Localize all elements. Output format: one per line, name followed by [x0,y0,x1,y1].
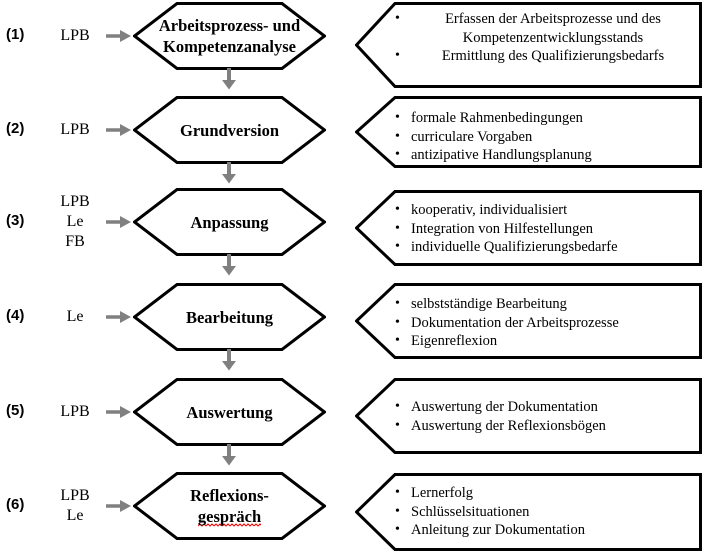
callout-bullet-list: selbstständige BearbeitungDokumentation … [395,295,695,351]
callout-bullet-item: Auswertung der Dokumentation [395,398,695,417]
row-index-label: (5) [6,402,25,419]
callout-body: selbstständige BearbeitungDokumentation … [395,295,695,351]
callout-bullet-list: Auswertung der DokumentationAuswertung d… [395,398,695,435]
process-stage-hexagon: Grundversion [132,96,327,164]
actor-label: LPB [60,121,90,138]
row-index-label: (2) [6,120,25,137]
callout-bullet-list: LernerfolgSchlüsselsituationenAnleitung … [395,484,695,540]
callout-bullet-item: individuelle Qualifizierungsbedarfe [395,238,695,257]
process-stage-hexagon: Bearbeitung [132,283,327,351]
right-arrow-icon [106,310,132,324]
actor-label-group: LPB Le [48,486,102,526]
callout-bullet-item: Dokumentation der Arbeitsprozesse [395,314,695,333]
callout-body: Erfassen der Arbeitsprozesse und des Kom… [395,10,695,66]
callout-body: LernerfolgSchlüsselsituationenAnleitung … [395,484,695,540]
row-index-label: (6) [6,496,25,513]
actor-label-group: LPB [48,26,102,46]
down-arrow-icon [221,68,237,90]
detail-callout: selbstständige BearbeitungDokumentation … [354,283,702,359]
actor-label-group: LPB [48,402,102,422]
callout-body: formale Rahmenbedingungencurriculare Vor… [395,109,695,165]
callout-bullet-item: curriculare Vorgaben [395,128,695,147]
right-arrow-icon [106,215,132,229]
row-index-label: (3) [6,212,25,229]
right-arrow-icon [106,499,132,513]
actor-label: Le [66,308,84,325]
actor-label: Le [66,213,84,230]
detail-callout: Auswertung der DokumentationAuswertung d… [354,378,702,454]
callout-bullet-item: Eigenreflexion [395,332,695,351]
actor-label: LPB [60,487,90,504]
actor-label: LPB [60,193,90,210]
process-stage-hexagon: Reflexions-gespräch [132,472,327,540]
right-arrow-icon [106,123,132,137]
callout-bullet-list: formale Rahmenbedingungencurriculare Vor… [395,109,695,165]
process-stage-hexagon: Anpassung [132,188,327,256]
down-arrow-icon [221,444,237,466]
callout-body: kooperativ, individualisiertIntegration … [395,201,695,257]
callout-bullet-item: Schlüsselsituationen [395,503,695,522]
callout-body: Auswertung der DokumentationAuswertung d… [395,398,695,435]
down-arrow-icon [221,162,237,184]
right-arrow-icon [106,29,132,43]
actor-label: LPB [60,27,90,44]
actor-label-group: Le [48,307,102,327]
detail-callout: formale Rahmenbedingungencurriculare Vor… [354,96,702,168]
callout-bullet-list: Erfassen der Arbeitsprozesse und des Kom… [395,10,695,66]
detail-callout: Erfassen der Arbeitsprozesse und des Kom… [354,2,702,88]
actor-label-group: LPB [48,120,102,140]
callout-bullet-item: Auswertung der Reflexionsbögen [395,417,695,436]
actor-label: Le [66,507,84,524]
callout-bullet-item: Anleitung zur Dokumentation [395,521,695,540]
callout-bullet-item: Erfassen der Arbeitsprozesse und des Kom… [395,10,695,47]
callout-bullet-item: selbstständige Bearbeitung [395,295,695,314]
process-stage-hexagon: Auswertung [132,378,327,446]
right-arrow-icon [106,405,132,419]
callout-bullet-list: kooperativ, individualisiertIntegration … [395,201,695,257]
callout-bullet-item: Integration von Hilfestellungen [395,220,695,239]
callout-bullet-item: antizipative Handlungsplanung [395,146,695,165]
actor-label: LPB [60,403,90,420]
detail-callout: LernerfolgSchlüsselsituationenAnleitung … [354,473,702,551]
down-arrow-icon [221,254,237,276]
callout-bullet-item: formale Rahmenbedingungen [395,109,695,128]
callout-bullet-item: kooperativ, individualisiert [395,201,695,220]
down-arrow-icon [221,349,237,371]
row-index-label: (1) [6,26,25,43]
callout-bullet-item: Lernerfolg [395,484,695,503]
row-index-label: (4) [6,307,25,324]
actor-label: FB [65,233,85,250]
detail-callout: kooperativ, individualisiertIntegration … [354,190,702,266]
callout-bullet-item: Ermittlung des Qualifizierungsbedarfs [395,47,695,66]
